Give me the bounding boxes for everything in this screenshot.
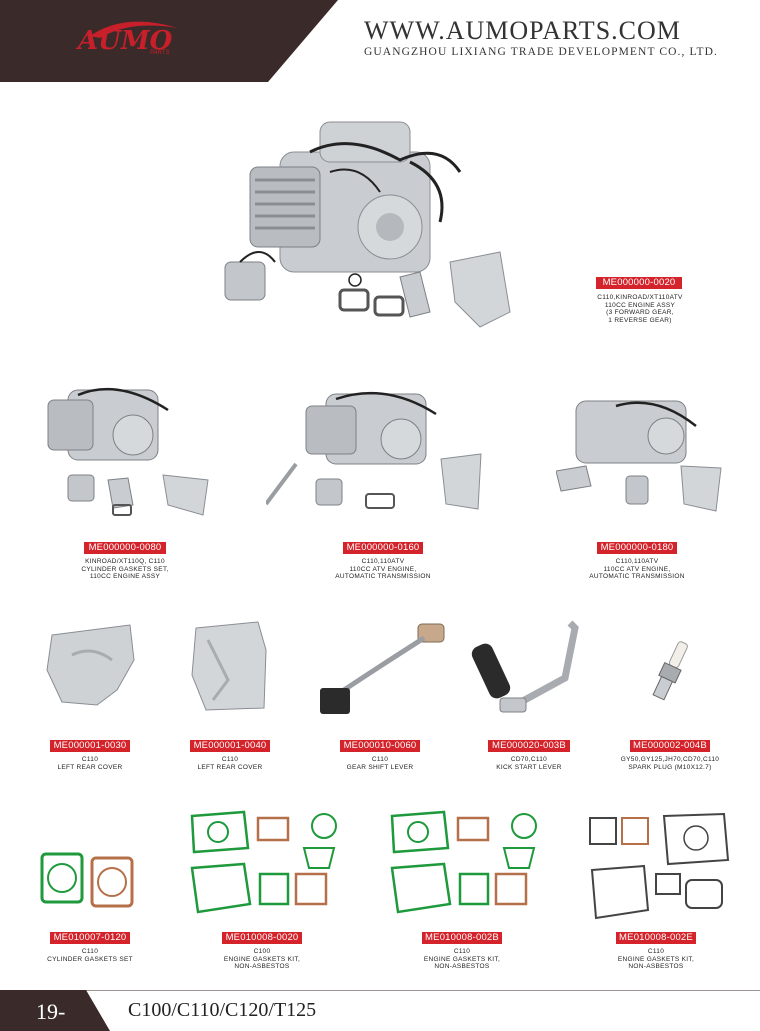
product-desc: CD70,C110 KICK START LEVER: [469, 756, 589, 771]
logo-sub: PARTS: [150, 50, 170, 56]
product-desc: C100 ENGINE GASKETS KIT, NON-ASBESTOS: [202, 948, 322, 971]
header-dark-band: [0, 0, 338, 82]
product-desc: C110 LEFT REAR COVER: [170, 756, 290, 771]
product-desc: C110,KINROAD/XT110ATV 110CC ENGINE ASSY …: [570, 294, 710, 324]
product-code-badge: ME000000-0160: [343, 542, 423, 554]
gaskets-kit-image-0020: [190, 810, 337, 914]
desc-line: (3 FORWARD GEAR,: [606, 309, 674, 317]
kick-start-lever-image: [471, 620, 579, 713]
desc-line: C110: [81, 948, 99, 955]
desc-line: C110,KINROAD/XT110ATV: [597, 294, 683, 301]
desc-line: 110CC ATV ENGINE,: [603, 565, 671, 573]
desc-line: 1 REVERSE GEAR): [608, 316, 672, 324]
desc-line: C100: [253, 948, 271, 955]
product-desc: C110,110ATV 110CC ATV ENGINE, AUTOMATIC …: [313, 558, 453, 581]
company-name: GUANGZHOU LIXIANG TRADE DEVELOPMENT CO.,…: [364, 46, 719, 58]
page-header: AUMO PARTS WWW.AUMOPARTS.COM GUANGZHOU L…: [0, 0, 760, 82]
desc-line: NON-ASBESTOS: [628, 963, 684, 971]
engine-image-0160: [266, 391, 482, 510]
product-code-badge: ME000010-0060: [340, 740, 420, 752]
page-number: 19-: [36, 999, 66, 1024]
product-desc: KINROAD/XT110Q, C110 CYLINDER GASKETS SE…: [60, 558, 190, 581]
desc-line: KINROAD/XT110Q, C110: [85, 558, 165, 565]
desc-line: 110CC ATV ENGINE,: [349, 565, 417, 573]
product-desc: C110 CYLINDER GASKETS SET: [30, 948, 150, 963]
product-desc: GY50,GY125,JH70,CD70,C110 SPARK PLUG (M1…: [600, 756, 740, 771]
desc-line: AUTOMATIC TRANSMISSION: [589, 573, 685, 581]
aumo-logo: AUMO PARTS: [70, 14, 190, 64]
product-code-badge: ME000000-0020: [596, 277, 682, 289]
page-footer-band: [0, 990, 760, 1031]
desc-line: C110: [81, 756, 99, 763]
desc-line: C110: [371, 756, 389, 763]
desc-line: AUTOMATIC TRANSMISSION: [335, 573, 431, 581]
desc-line: C110,110ATV: [615, 558, 659, 565]
product-code-badge: ME000001-0040: [190, 740, 270, 752]
desc-line: NON-ASBESTOS: [234, 963, 290, 971]
product-code-badge: ME010008-002B: [422, 932, 502, 944]
product-code-badge: ME010008-0020: [222, 932, 302, 944]
desc-line: NON-ASBESTOS: [434, 963, 490, 971]
engine-image-0180: [556, 400, 722, 512]
gear-shift-lever-image: [320, 623, 445, 714]
logo-text: AUMO: [78, 26, 173, 56]
cylinder-gaskets-image: [40, 852, 134, 908]
desc-line: C110,110ATV: [361, 558, 405, 565]
desc-line: ENGINE GASKETS KIT,: [617, 955, 695, 963]
desc-line: ENGINE GASKETS KIT,: [423, 955, 501, 963]
desc-line: CYLINDER GASKETS SET: [47, 955, 133, 963]
spark-plug-image: [652, 641, 688, 701]
gaskets-kit-image-002b: [390, 810, 537, 914]
desc-line: C110: [647, 948, 665, 955]
desc-line: 110CC ENGINE ASSY: [604, 301, 676, 309]
product-desc: C110 ENGINE GASKETS KIT, NON-ASBESTOS: [596, 948, 716, 971]
left-rear-cover-image-0040: [191, 621, 267, 711]
engine-image-0080: [47, 387, 209, 516]
desc-line: LEFT REAR COVER: [197, 763, 263, 771]
product-code-badge: ME010007-0120: [50, 932, 130, 944]
logo-swoosh-icon: [90, 21, 178, 38]
left-rear-cover-image-0030: [46, 624, 135, 706]
site-url[interactable]: WWW.AUMOPARTS.COM: [364, 16, 681, 45]
desc-line: SPARK PLUG (M10X12.7): [628, 763, 712, 771]
desc-line: CYLINDER GASKETS SET,: [81, 565, 169, 573]
product-desc: C110 GEAR SHIFT LEVER: [320, 756, 440, 771]
series-title: C100/C110/C120/T125: [128, 999, 317, 1021]
product-desc: C110,110ATV 110CC ATV ENGINE, AUTOMATIC …: [567, 558, 707, 581]
desc-line: ENGINE GASKETS KIT,: [223, 955, 301, 963]
desc-line: GEAR SHIFT LEVER: [346, 763, 414, 771]
desc-line: CD70,C110: [510, 756, 548, 763]
product-code-badge: ME000001-0030: [50, 740, 130, 752]
product-desc: C110 ENGINE GASKETS KIT, NON-ASBESTOS: [402, 948, 522, 971]
gaskets-kit-image-002e: [589, 812, 730, 920]
product-code-badge: ME010008-002E: [616, 932, 696, 944]
desc-line: C110: [453, 948, 471, 955]
product-code-badge: ME000020-003B: [488, 740, 570, 752]
desc-line: 110CC ENGINE ASSY: [89, 573, 161, 581]
desc-line: GY50,GY125,JH70,CD70,C110: [620, 756, 720, 763]
desc-line: C110: [221, 756, 239, 763]
desc-line: LEFT REAR COVER: [57, 763, 123, 771]
product-code-badge: ME000000-0180: [597, 542, 677, 554]
engine-assy-image: [224, 121, 511, 328]
desc-line: KICK START LEVER: [496, 763, 562, 771]
product-code-badge: ME000000-0080: [84, 542, 166, 554]
product-code-badge: ME000002-004B: [630, 740, 710, 752]
product-desc: C110 LEFT REAR COVER: [30, 756, 150, 771]
